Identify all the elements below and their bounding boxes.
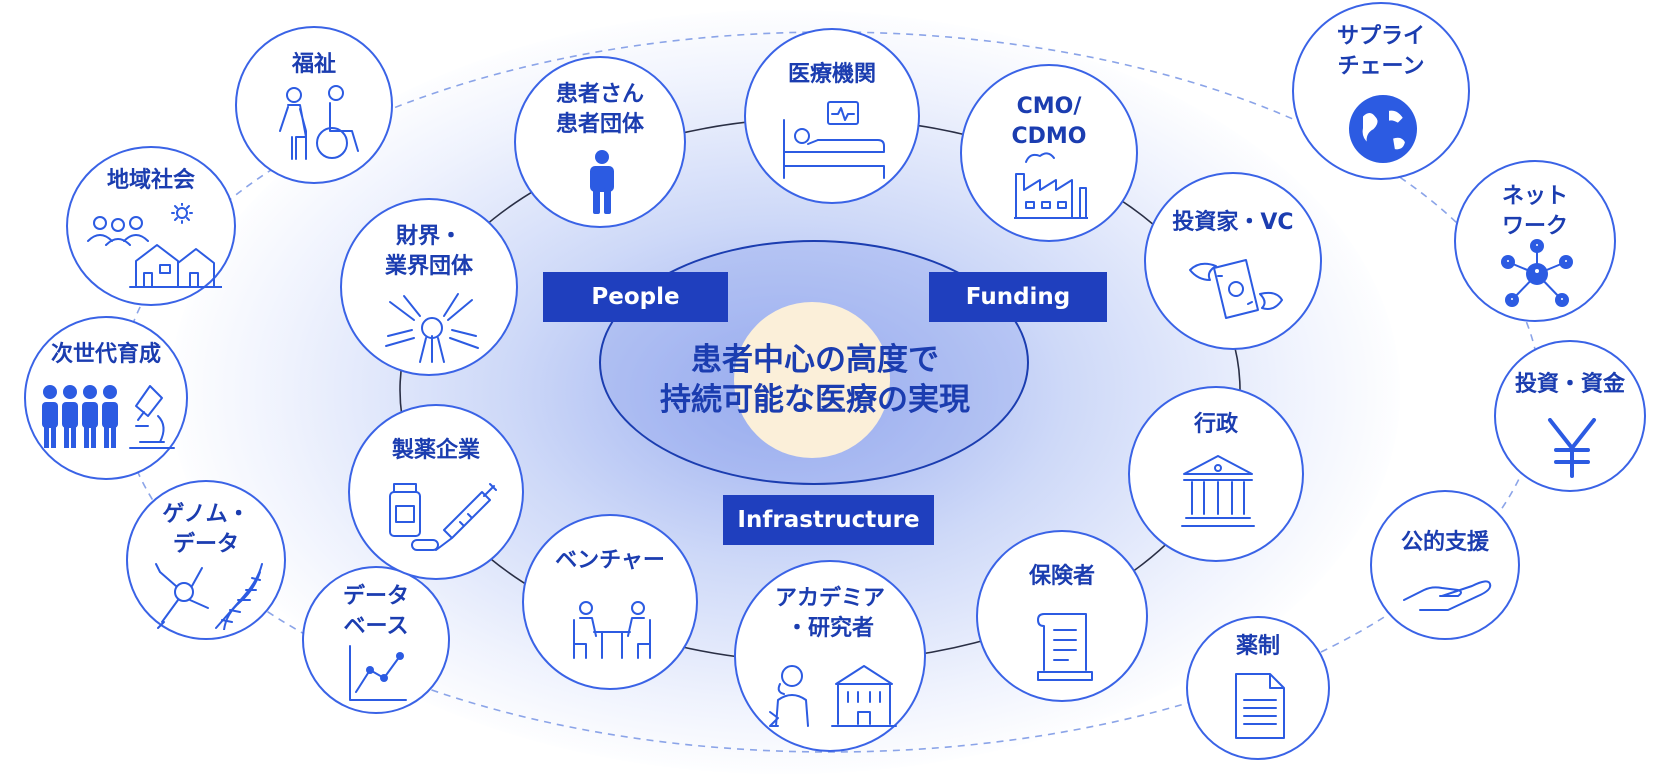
node-label: 財界・業界団体 bbox=[384, 224, 473, 279]
node-jisedai: 次世代育成 bbox=[24, 316, 188, 480]
network-icon bbox=[1501, 239, 1573, 307]
helping-hand-icon bbox=[1403, 580, 1492, 611]
node-fukushi: 福祉 bbox=[235, 26, 393, 184]
medicine-syringe-icon bbox=[389, 483, 497, 551]
neuron-dna-icon bbox=[155, 563, 263, 630]
node-chiiki: 地域社会 bbox=[66, 146, 236, 306]
node-label: 行政 bbox=[1193, 412, 1238, 437]
node-toshika: 投資家・VC bbox=[1144, 172, 1322, 350]
center-title: 患者中心の高度で 持続可能な医療の実現 bbox=[660, 342, 970, 418]
label-funding: Funding bbox=[929, 272, 1107, 322]
label-people: People bbox=[543, 272, 728, 322]
node-shikin: 投資・資金 bbox=[1494, 340, 1646, 492]
person-icon bbox=[590, 150, 614, 214]
node-label: 保険者 bbox=[1028, 564, 1095, 589]
children-microscope-icon bbox=[42, 385, 175, 449]
node-yakusei: 薬制 bbox=[1186, 616, 1330, 760]
node-label: CMO/CDMO bbox=[1011, 94, 1087, 149]
label-infrastructure: Infrastructure bbox=[723, 495, 934, 545]
node-iryokikan: 医療機関 bbox=[744, 28, 920, 204]
elderly-wheelchair-icon bbox=[279, 85, 359, 160]
node-label: 患者さん患者団体 bbox=[555, 82, 644, 137]
node-database: データベース bbox=[302, 566, 450, 714]
core-highlight bbox=[734, 302, 890, 458]
meeting-table-icon bbox=[573, 601, 651, 659]
node-label: 地域社会 bbox=[106, 168, 195, 193]
node-genome: ゲノム・データ bbox=[126, 480, 286, 640]
node-zaikai: 財界・業界団体 bbox=[340, 198, 518, 376]
node-label: アカデミア・研究者 bbox=[774, 586, 885, 641]
node-label: 次世代育成 bbox=[50, 342, 161, 367]
node-label: 製薬企業 bbox=[391, 438, 480, 463]
node-label: 薬制 bbox=[1235, 634, 1280, 659]
node-label: サプライチェーン bbox=[1336, 24, 1425, 79]
globe-icon bbox=[1349, 95, 1417, 163]
node-academia: アカデミア・研究者 bbox=[734, 560, 926, 752]
node-label: 福祉 bbox=[291, 52, 336, 77]
node-koteki: 公的支援 bbox=[1370, 490, 1520, 640]
node-label: 医療機関 bbox=[787, 62, 876, 87]
node-supply: サプライチェーン bbox=[1292, 2, 1470, 180]
node-network: ネットワーク bbox=[1454, 160, 1616, 322]
node-label: ネットワーク bbox=[1501, 184, 1568, 239]
factory-icon bbox=[1014, 152, 1088, 219]
node-label: ベンチャー bbox=[555, 548, 665, 573]
node-kanja: 患者さん患者団体 bbox=[514, 56, 686, 228]
document-scroll-icon bbox=[1037, 613, 1093, 681]
government-building-icon bbox=[1181, 455, 1255, 527]
flying-money-icon bbox=[1189, 259, 1283, 319]
yen-icon bbox=[1548, 418, 1596, 478]
node-label: データベース bbox=[342, 584, 409, 639]
node-label: ゲノム・データ bbox=[162, 502, 250, 557]
node-hokensha: 保険者 bbox=[976, 530, 1148, 702]
node-seiyaku: 製薬企業 bbox=[348, 404, 524, 580]
joined-hands-icon bbox=[385, 293, 479, 363]
node-label: 投資家・VC bbox=[1172, 210, 1294, 235]
document-icon bbox=[1235, 673, 1285, 739]
node-gyosei: 行政 bbox=[1128, 386, 1304, 562]
researcher-university-icon bbox=[769, 665, 897, 727]
hospital-bed-icon bbox=[783, 101, 885, 179]
community-houses-icon bbox=[87, 203, 222, 288]
node-label: 公的支援 bbox=[1400, 530, 1489, 555]
node-venture: ベンチャー bbox=[522, 514, 698, 690]
node-cmo: CMO/CDMO bbox=[960, 64, 1138, 242]
node-label: 投資・資金 bbox=[1514, 372, 1625, 397]
line-graph-icon bbox=[349, 645, 407, 701]
